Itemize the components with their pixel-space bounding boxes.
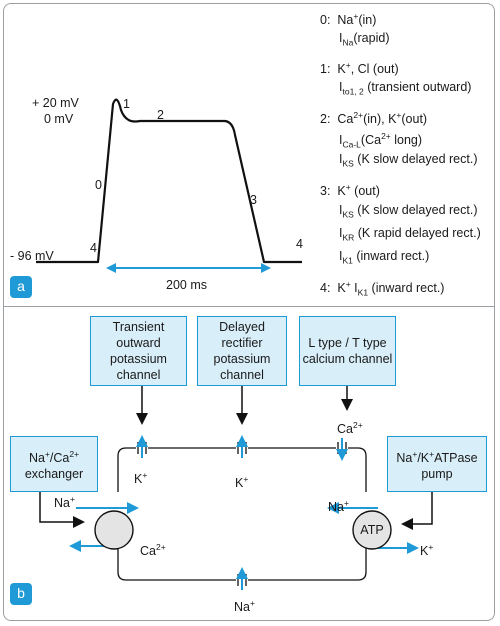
- phase-4-right-label: 4: [296, 237, 303, 251]
- pump-to-transporter-arrow: [401, 492, 433, 530]
- na-label-bottom: Na+: [234, 598, 255, 615]
- legend-phase-2-current-cal: ICa-L(Ca2+ long): [339, 131, 423, 150]
- duration-arrow-right-head: [261, 263, 271, 273]
- phase-4-left-label: 4: [90, 241, 97, 255]
- k-label-left: K+: [134, 470, 148, 487]
- calcium-channel-box: L type / T type calcium channel: [299, 316, 396, 386]
- legend-phase-1-ions: 1: K+, Cl (out): [320, 60, 399, 77]
- legend-phase-2-current-iks: IKS (K slow delayed rect.): [339, 152, 478, 169]
- transient-outward-k-channel-box: Transient outward potassium channel: [90, 316, 187, 386]
- na-k-pump-transporter: [352, 510, 392, 550]
- y-label-rest: - 96 mV: [10, 249, 54, 263]
- na-ca-exchanger-box: Na+/Ca2+ exchanger: [10, 436, 98, 492]
- legend-phase-3-current-ik1: IK1 (inward rect.): [339, 249, 430, 266]
- legend-phase-4: 4: K+ IK1 (inward rect.): [320, 279, 445, 298]
- action-potential-curve: [36, 98, 302, 264]
- panel-b-badge: b: [10, 583, 32, 605]
- legend-phase-2-ions: 2: Ca2+(in), K+(out): [320, 110, 428, 127]
- legend-phase-3-current-ikr: IKR (K rapid delayed rect.): [339, 226, 481, 243]
- atp-label: ATP: [360, 523, 383, 537]
- legend-phase-1-current: Ito1, 2 (transient outward): [339, 80, 472, 97]
- k-label-mid: K+: [235, 474, 249, 491]
- figure-frame: [3, 3, 495, 621]
- channel-gates: [137, 442, 347, 586]
- ca-label-left: Ca2+: [140, 542, 166, 559]
- na-label-left: Na+: [54, 494, 75, 511]
- phase-1-label: 1: [123, 97, 130, 111]
- duration-label: 200 ms: [166, 278, 207, 292]
- legend-phase-0-current: INa(rapid): [339, 31, 390, 48]
- phase-3-label: 3: [250, 193, 257, 207]
- legend-phase-3-ions: 3: K+ (out): [320, 182, 380, 199]
- duration-arrow-left-head: [106, 263, 116, 273]
- legend-phase-0-ions: 0: Na+(in): [320, 11, 377, 28]
- na-label-right: Na+: [328, 498, 349, 515]
- na-k-atpase-pump-box: Na+/K+ATPase pump: [387, 436, 487, 492]
- delayed-rectifier-k-channel-box: Delayed rectifier potassium channel: [197, 316, 287, 386]
- ca-label-top: Ca2+: [337, 420, 363, 437]
- cell-membrane: [117, 447, 367, 581]
- panel-divider: [4, 306, 494, 307]
- k-label-right: K+: [420, 542, 434, 559]
- y-label-zero: 0 mV: [44, 112, 74, 126]
- legend-phase-3-current-iks: IKS (K slow delayed rect.): [339, 203, 478, 220]
- phase-2-label: 2: [157, 108, 164, 122]
- panel-a-badge: a: [10, 276, 32, 298]
- exchanger-to-transporter-arrow: [39, 492, 85, 528]
- na-ca-exchanger-transporter: [94, 510, 134, 550]
- y-label-top: + 20 mV: [32, 96, 79, 110]
- phase-0-label: 0: [95, 178, 102, 192]
